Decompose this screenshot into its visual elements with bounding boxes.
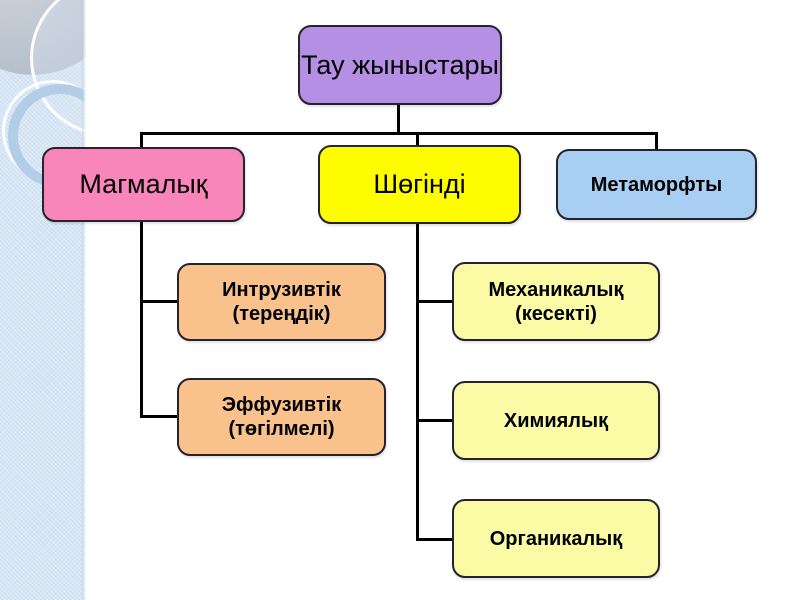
- decorative-sidebar: [0, 0, 86, 600]
- node-organic: Органикалық: [452, 499, 660, 578]
- node-metamorphic-label: Метаморфты: [590, 173, 723, 196]
- node-sedimentary-label: Шөгінді: [373, 169, 466, 200]
- connector-stub-chemical: [416, 419, 453, 422]
- connector-stub-intrusive: [140, 300, 178, 303]
- node-root-label: Тау жыныстары: [301, 49, 499, 80]
- node-chemical: Химиялық: [452, 381, 660, 460]
- node-intrusive-sublabel: (тереңдік): [232, 303, 331, 325]
- connector-stub-organic: [416, 538, 453, 541]
- node-intrusive: Интрузивтік (тереңдік): [177, 263, 386, 341]
- node-organic-label: Органикалық: [489, 527, 623, 550]
- node-magmatic: Магмалық: [42, 147, 245, 222]
- node-chemical-label: Химиялық: [503, 409, 609, 432]
- connector-drop-magmatic: [140, 132, 143, 148]
- connector-sedimentary-trunk: [416, 223, 419, 541]
- connector-drop-sedimentary: [416, 132, 419, 146]
- connector-main-rail: [140, 132, 658, 135]
- connector-magmatic-trunk: [140, 221, 143, 418]
- connector-root-drop: [397, 104, 400, 134]
- node-sedimentary: Шөгінді: [318, 145, 521, 224]
- node-mechanical: Механикалық (кесекті): [452, 262, 660, 341]
- connector-drop-metamorphic: [655, 132, 658, 150]
- node-effusive-label: Эффузивтік: [221, 394, 342, 416]
- node-effusive: Эффузивтік (төгілмелі): [177, 378, 386, 456]
- node-root-rock-types: Тау жыныстары: [298, 25, 502, 105]
- node-metamorphic: Метаморфты: [556, 149, 757, 220]
- node-mechanical-label: Механикалық: [488, 278, 624, 301]
- node-mechanical-sublabel: (кесекті): [515, 302, 597, 325]
- node-effusive-sublabel: (төгілмелі): [228, 418, 335, 440]
- node-magmatic-label: Магмалық: [79, 169, 208, 200]
- connector-stub-effusive: [140, 415, 178, 418]
- connector-stub-mechanical: [416, 300, 453, 303]
- node-intrusive-label: Интрузивтік: [222, 279, 341, 301]
